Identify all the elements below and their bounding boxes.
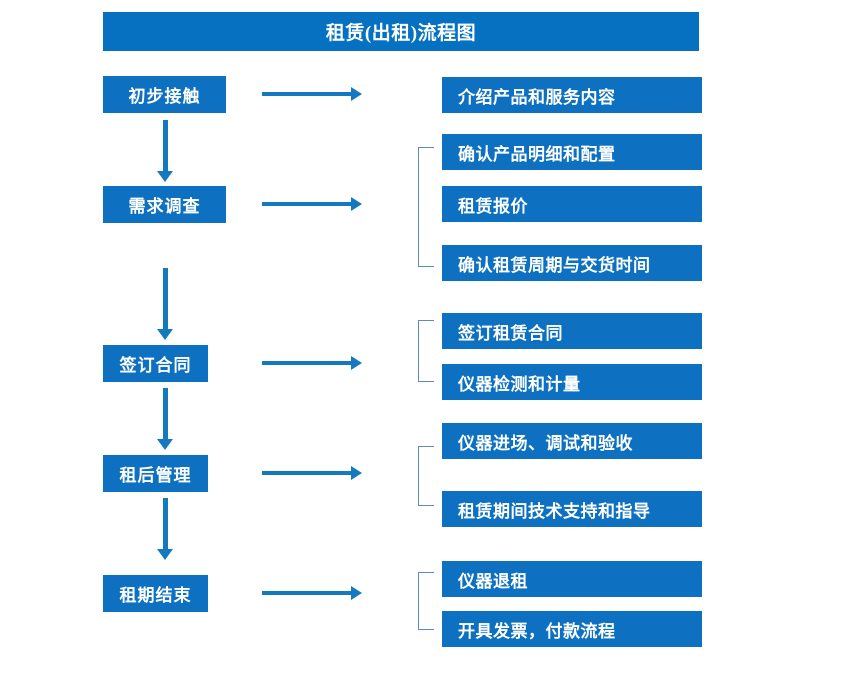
arrow-right-1 [262, 87, 362, 101]
detail-box-10[interactable]: 开具发票，付款流程 [442, 611, 702, 647]
arrow-right-5 [262, 586, 362, 600]
arrow-head [351, 356, 362, 370]
bracket-group-4 [418, 446, 434, 506]
arrow-right-4 [262, 466, 362, 480]
arrow-head [351, 87, 362, 101]
arrow-down-2 [157, 268, 173, 340]
detail-box-4[interactable]: 确认租赁周期与交货时间 [442, 245, 702, 281]
detail-box-5[interactable]: 签订租赁合同 [442, 313, 702, 349]
arrow-down-1 [157, 120, 173, 182]
arrow-head [157, 329, 173, 340]
arrow-head [351, 586, 362, 600]
stage-box-4[interactable]: 租后管理 [103, 455, 208, 492]
detail-box-3[interactable]: 租赁报价 [442, 186, 702, 222]
detail-box-9[interactable]: 仪器退租 [442, 561, 702, 597]
detail-box-7[interactable]: 仪器进场、调试和验收 [442, 423, 702, 459]
arrow-head [351, 466, 362, 480]
arrow-shaft [262, 591, 352, 595]
arrow-head [351, 197, 362, 211]
bracket-group-5 [418, 572, 434, 630]
stage-box-5[interactable]: 租期结束 [103, 575, 208, 612]
arrow-shaft [262, 471, 352, 475]
arrow-head [157, 171, 173, 182]
arrow-shaft [262, 92, 352, 96]
bracket-group-2 [418, 147, 434, 267]
arrow-shaft [262, 361, 352, 365]
arrow-right-3 [262, 356, 362, 370]
arrow-down-4 [157, 498, 173, 560]
detail-box-6[interactable]: 仪器检测和计量 [442, 364, 702, 400]
stage-box-3[interactable]: 签订合同 [103, 345, 208, 382]
arrow-shaft [163, 388, 168, 440]
arrow-down-3 [157, 388, 173, 450]
stage-box-2[interactable]: 需求调查 [103, 186, 226, 223]
arrow-shaft [262, 202, 352, 206]
arrow-right-2 [262, 197, 362, 211]
arrow-head [157, 549, 173, 560]
arrow-shaft [163, 120, 168, 172]
arrow-head [157, 439, 173, 450]
detail-box-2[interactable]: 确认产品明细和配置 [442, 134, 702, 170]
arrow-shaft [163, 498, 168, 550]
arrow-shaft [163, 268, 168, 330]
page-title: 租赁(出租)流程图 [103, 12, 699, 51]
bracket-group-3 [418, 320, 434, 382]
detail-box-8[interactable]: 租赁期间技术支持和指导 [442, 491, 702, 527]
stage-box-1[interactable]: 初步接触 [103, 76, 226, 113]
detail-box-1[interactable]: 介绍产品和服务内容 [442, 77, 702, 113]
